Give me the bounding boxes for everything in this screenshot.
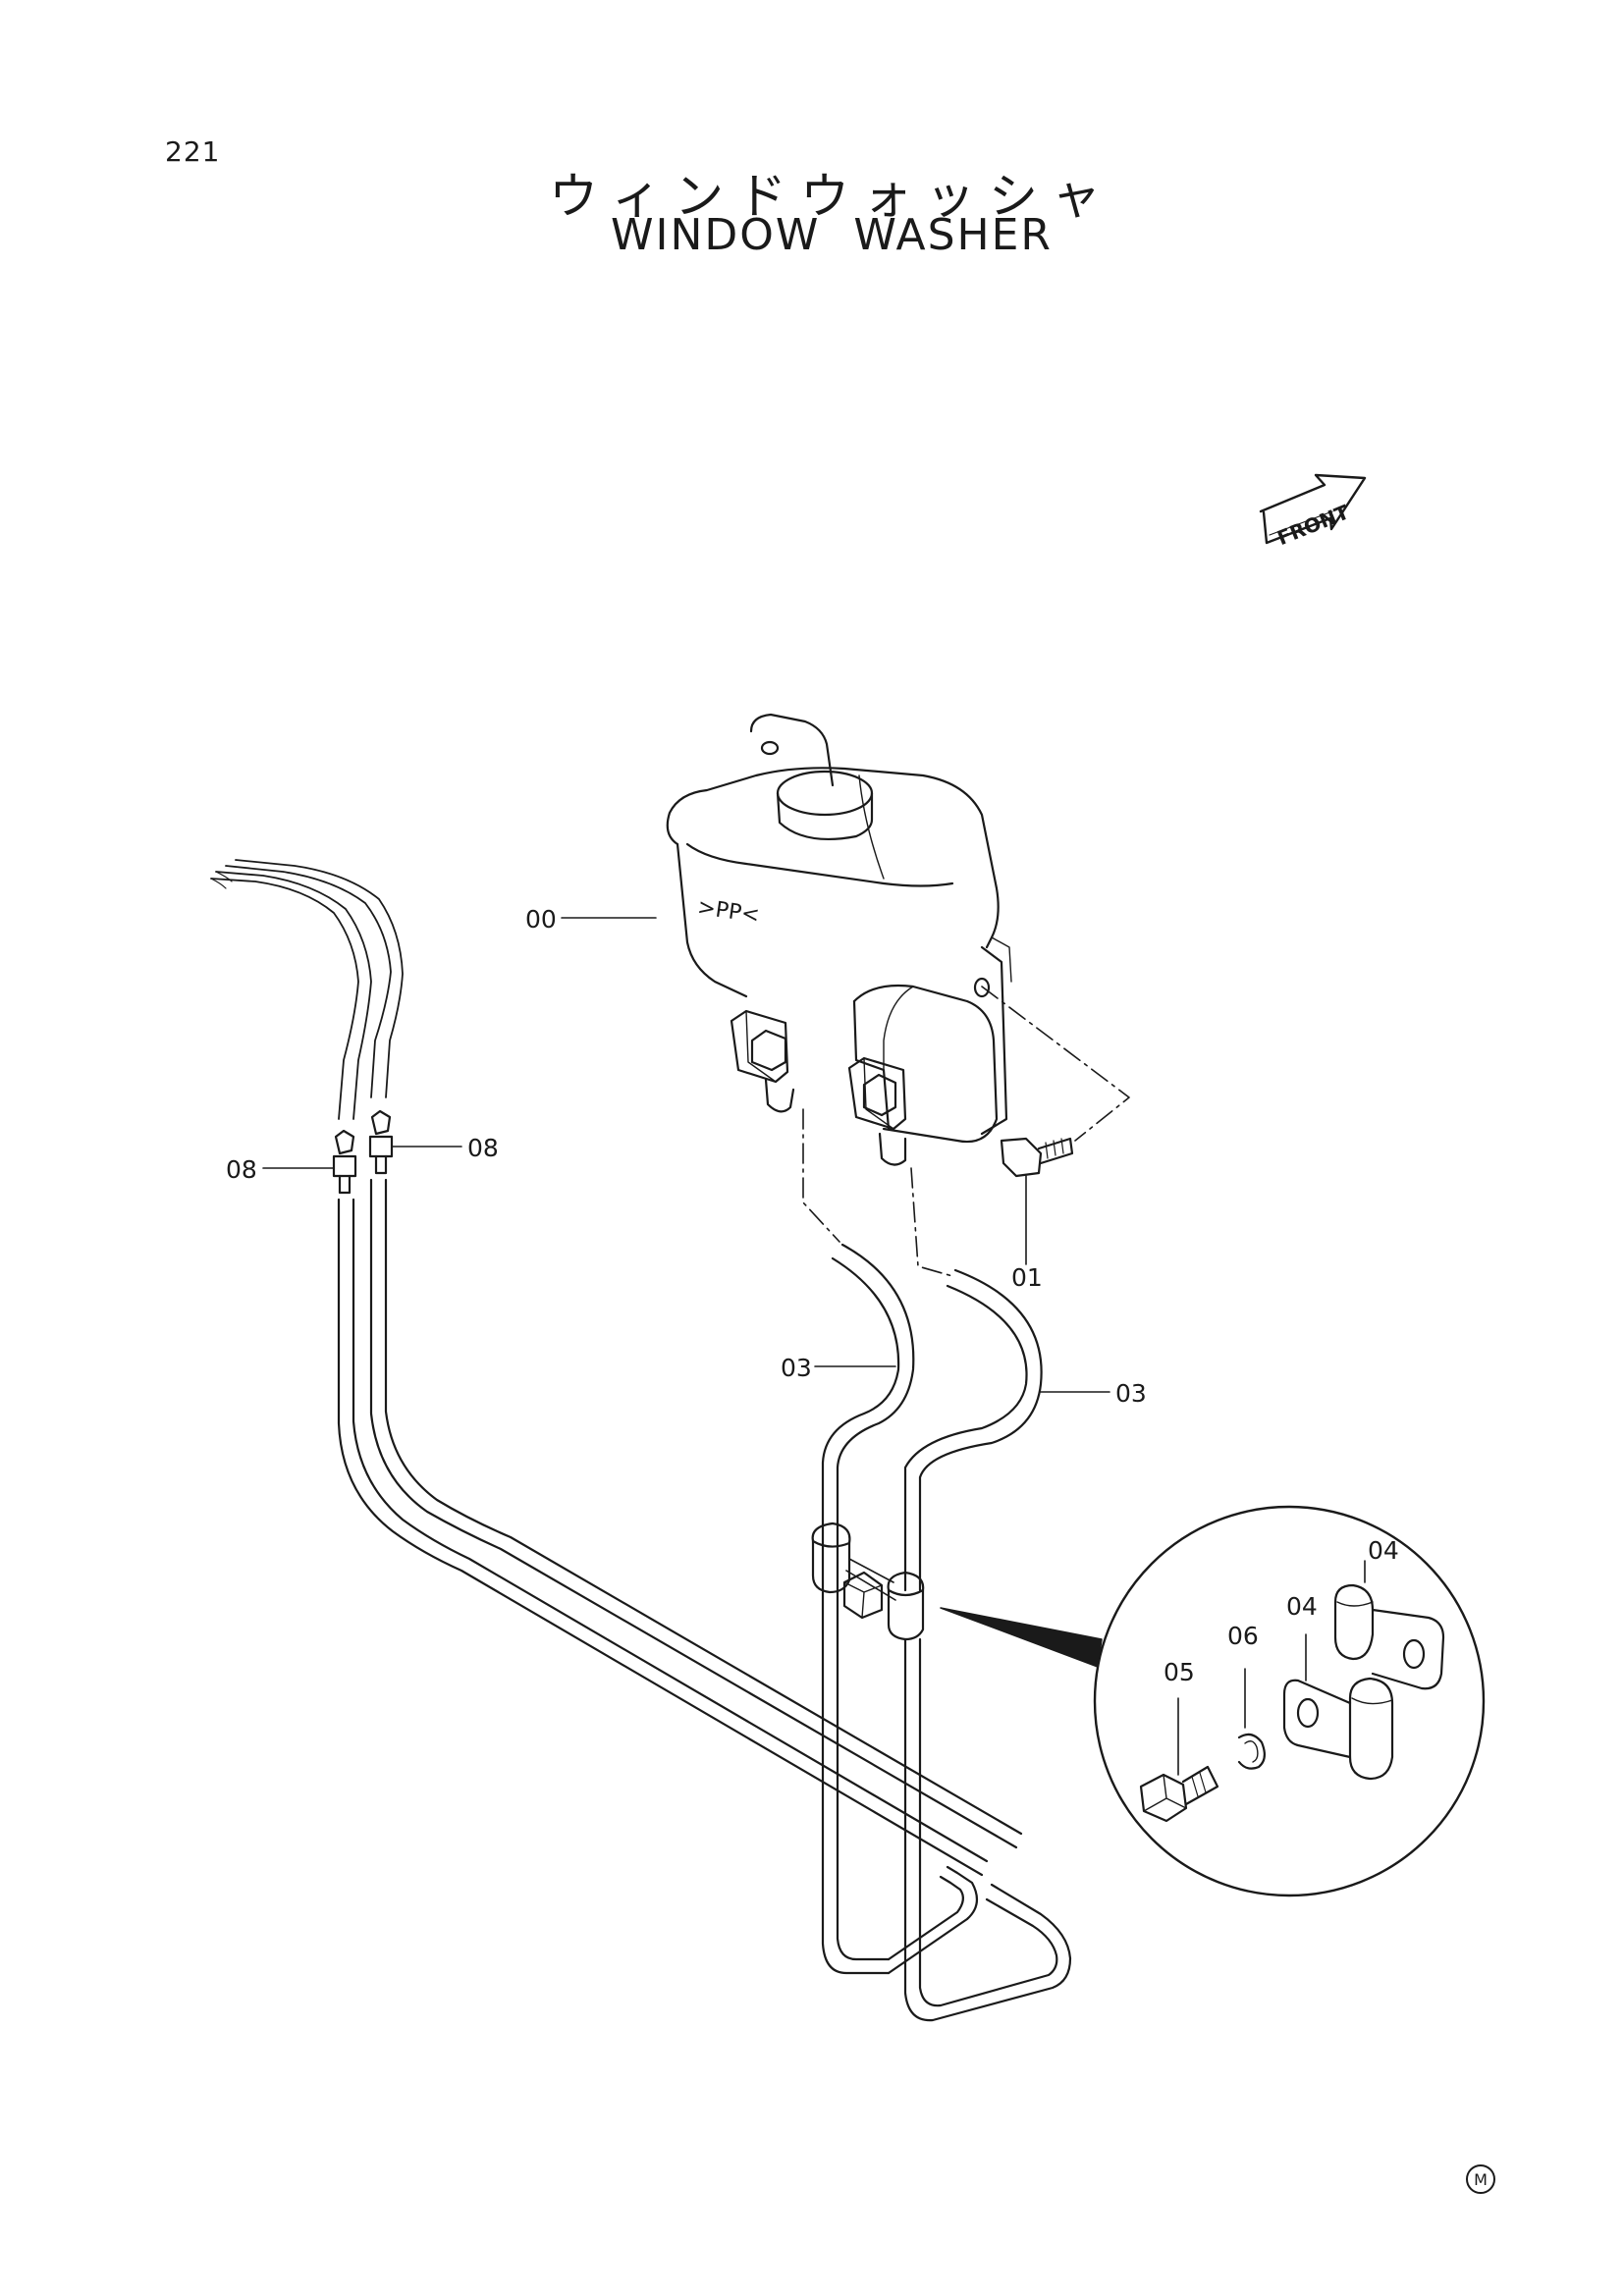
page-title: WINDOW WASHER xyxy=(611,210,1053,260)
detail-pointer xyxy=(940,1607,1103,1668)
callout-clip-lower: 04 xyxy=(1286,1592,1318,1621)
tank-marking: >PP< xyxy=(696,895,761,929)
callout-clip-upper: 04 xyxy=(1368,1536,1399,1565)
callout-hose-left: 03 xyxy=(781,1354,812,1382)
callout-bolt-detail: 05 xyxy=(1164,1658,1195,1686)
joint-left xyxy=(332,1129,357,1195)
callout-bolt: 01 xyxy=(1011,1263,1043,1292)
clamp-assembly xyxy=(811,1522,925,1641)
page-number: 221 xyxy=(165,135,221,168)
page-title-japanese: ウィンドウォッシャ xyxy=(549,168,1114,225)
upper-hoses xyxy=(210,859,404,1120)
leader-dashed xyxy=(802,986,1130,1277)
callout-joint-right: 08 xyxy=(467,1134,499,1162)
callout-tank: 00 xyxy=(525,905,557,934)
long-hoses xyxy=(337,1178,1023,1877)
hose-runs xyxy=(821,1590,1072,2022)
callout-leaders xyxy=(262,917,1110,1393)
washer-tank xyxy=(666,713,1012,1166)
mounting-bolt xyxy=(1000,1137,1074,1178)
callout-hose-right: 03 xyxy=(1115,1379,1147,1408)
callout-joint-left: 08 xyxy=(226,1155,257,1184)
detail-view xyxy=(1093,1505,1486,1897)
hose-assembly xyxy=(821,1243,1043,1592)
joint-right xyxy=(368,1109,394,1175)
callout-labels: 00 01 03 03 08 08 04 04 06 05 xyxy=(226,905,1399,1686)
front-arrow-icon: FRONT xyxy=(1259,473,1367,550)
callout-washer: 06 xyxy=(1227,1622,1259,1650)
front-label: FRONT xyxy=(1273,500,1352,550)
footer-mark: M xyxy=(1466,2164,1495,2194)
